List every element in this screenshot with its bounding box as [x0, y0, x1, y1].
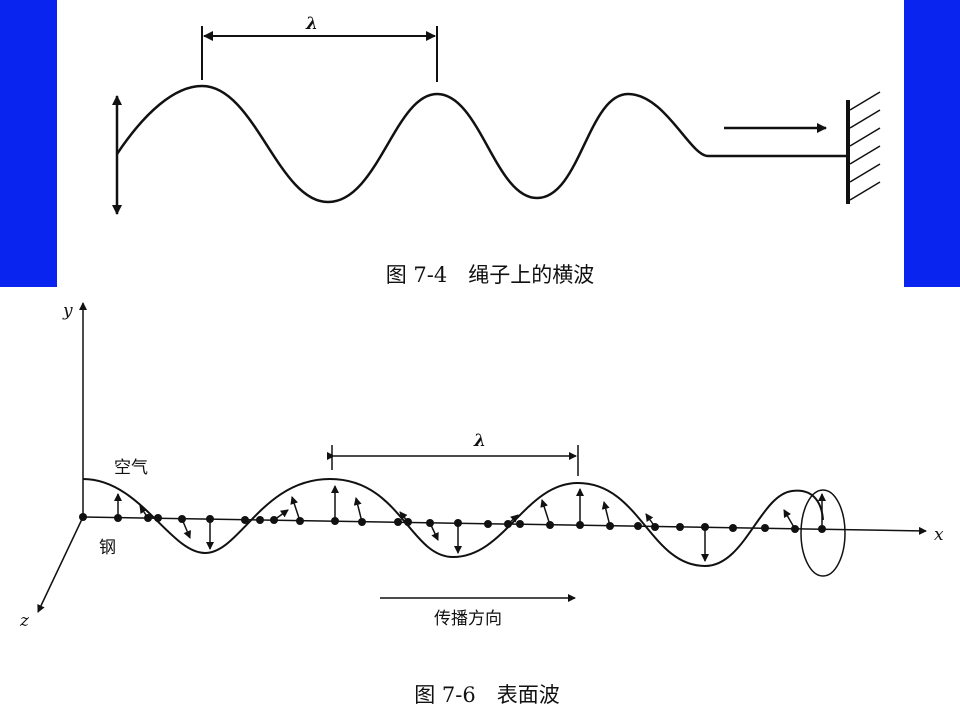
figure-7-4: λ 图 7-4 绳子上的横波 [112, 14, 881, 287]
propagation-label: 传播方向 [434, 609, 502, 629]
rope-wave [115, 84, 848, 204]
x-axis-label: x [934, 525, 944, 545]
left-blue-bar [0, 0, 57, 287]
y-axis-label: y [62, 301, 73, 321]
figure-7-6-caption: 图 7-6 表面波 [414, 683, 560, 707]
surface-wave [82, 477, 824, 568]
wall-hatch-icon [846, 91, 881, 204]
figure-7-4-caption: 图 7-4 绳子上的横波 [386, 263, 595, 287]
particle-orbit-ellipse [800, 489, 846, 577]
wavelength-label: λ [473, 431, 486, 451]
figure-7-6: y x z [19, 301, 944, 707]
steel-label: 钢 [99, 538, 116, 558]
wavelength-label: λ [305, 14, 318, 34]
air-label: 空气 [114, 458, 148, 478]
right-blue-bar [904, 0, 960, 287]
z-axis [37, 516, 84, 613]
z-axis-label: z [19, 611, 30, 631]
particle-arrows [114, 485, 826, 562]
